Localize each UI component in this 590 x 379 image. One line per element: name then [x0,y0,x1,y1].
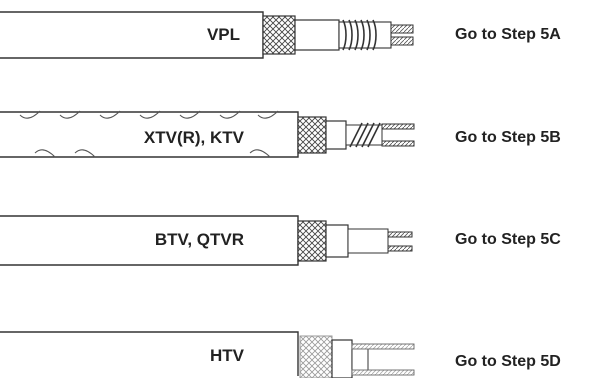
xtv-bus-wire-top [381,123,415,130]
cable-row-xtv-ktv: XTV(R), KTV Go to Step 5B [0,103,590,163]
cable-label: HTV [210,346,244,365]
xtv-ktv-cable-drawing [0,110,415,158]
vpl-spiral-wrap [342,19,377,51]
cable-row-btv-qtvr: BTV, QTVR Go to Step 5C [0,213,590,273]
vpl-core [338,21,392,49]
step-label: Go to Step 5A [455,26,561,43]
step-label: Go to Step 5D [455,353,561,370]
htv-cable-drawing [0,331,415,378]
vpl-bus-wire-top [390,24,414,34]
xtv-inner-jacket [325,120,347,150]
cable-label: VPL [206,25,240,44]
step-label: Go to Step 5C [455,231,561,248]
step-label: Go to Step 5B [455,129,561,146]
vpl-bus-wire-bottom [390,36,414,46]
cable-label: BTV, QTVR [154,230,244,249]
cable-label: XTV(R), KTV [143,128,244,147]
xtv-spiral-wrap [349,122,381,148]
btv-braid [297,220,327,262]
htv-bus-wire-bottom [351,369,415,376]
btv-bus-wire-bottom [387,245,413,252]
cable-row-vpl: VPL Go to Step 5A [0,8,590,68]
cable-row-htv: HTV Go to Step 5D [0,318,590,378]
vpl-cable-drawing [0,11,414,59]
vpl-braid [262,15,296,55]
xtv-fluoropolymer-texture [19,110,279,158]
btv-inner-jacket [325,224,349,258]
xtv-bus-wire-bottom [381,140,415,147]
btv-core [347,228,389,254]
btv-bus-wire-top [387,231,413,238]
xtv-core [345,124,383,146]
htv-inner-jacket [331,339,353,378]
vpl-inner-jacket [294,19,340,51]
htv-bus-wire-top [351,343,415,350]
btv-qtvr-cable-drawing [0,215,413,266]
xtv-braid [297,116,327,154]
htv-outer-jacket [0,331,299,376]
htv-braid [299,335,333,378]
